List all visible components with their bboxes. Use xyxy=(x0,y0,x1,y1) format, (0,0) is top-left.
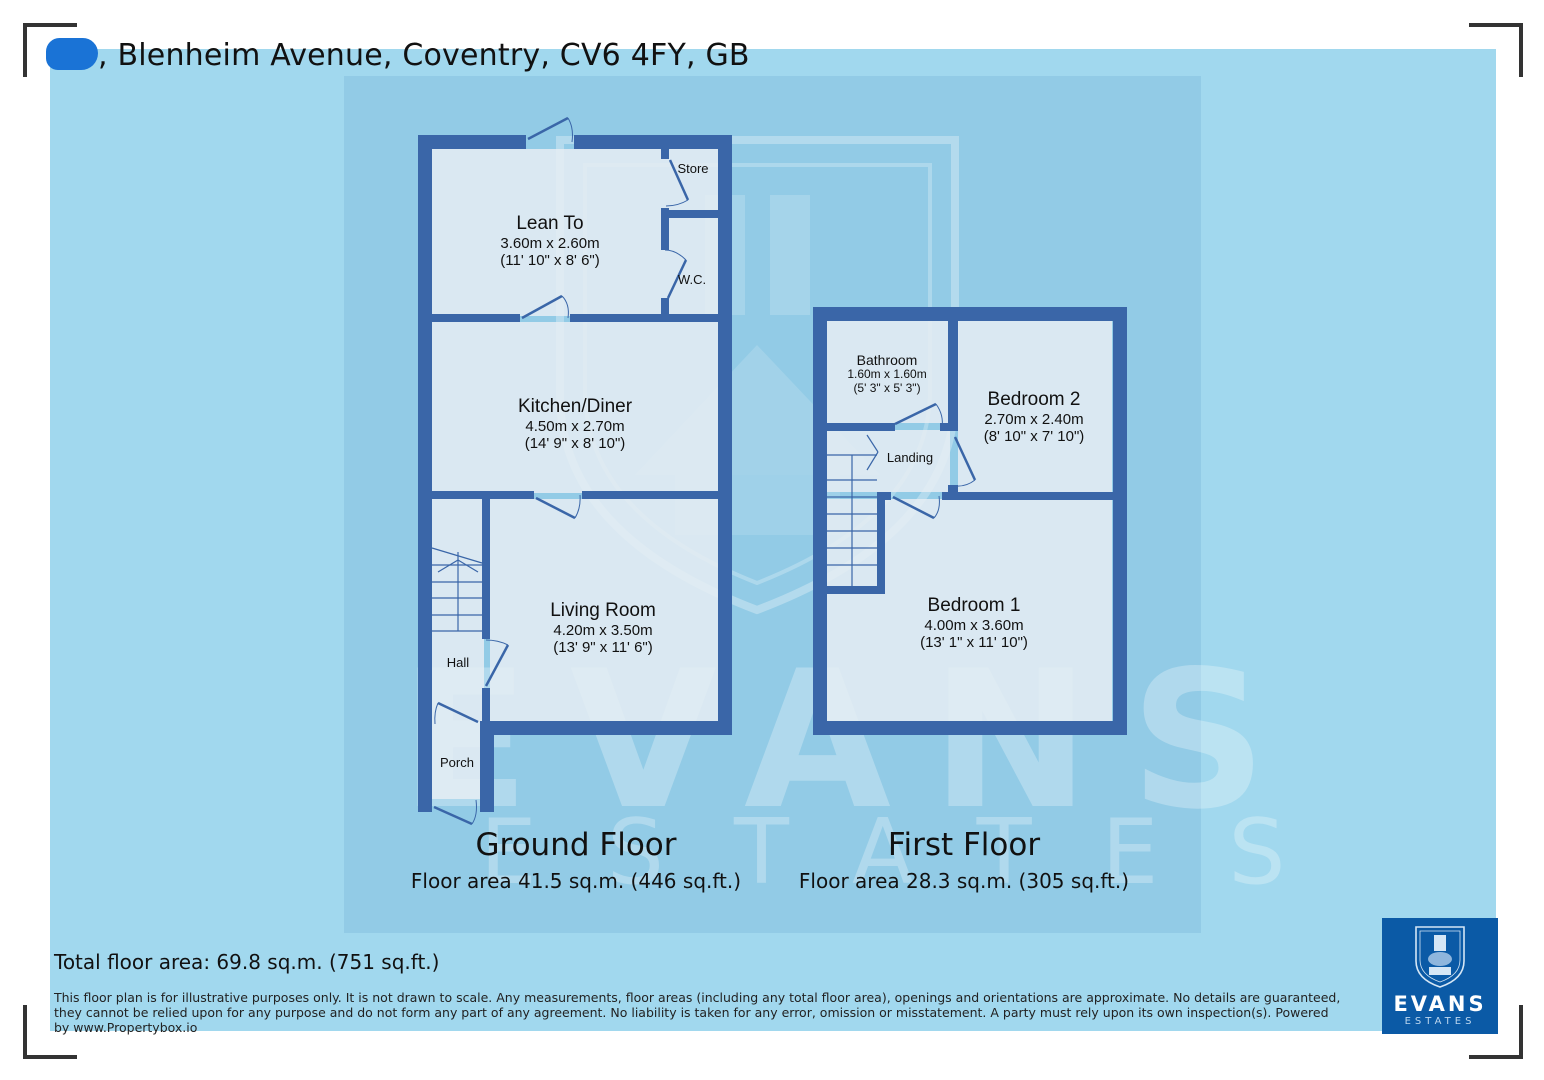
ground-floor-plan xyxy=(418,116,732,826)
room-dimensions-metric: 4.20m x 3.50m xyxy=(553,621,653,639)
room-name: Living Room xyxy=(550,600,656,621)
property-address: , Blenheim Avenue, Coventry, CV6 4FY, GB xyxy=(46,38,750,73)
room-landing: Landing xyxy=(886,450,934,465)
room-hall: Hall xyxy=(446,655,470,670)
room-dimensions-imperial: (14' 9" x 8' 10") xyxy=(524,435,626,453)
room-name: Bedroom 1 xyxy=(927,595,1021,616)
room-name: Bedroom 2 xyxy=(987,389,1081,410)
room-wc: W.C. xyxy=(677,272,707,287)
first-floor-area: Floor area 28.3 sq.m. (305 sq.ft.) xyxy=(798,869,1130,893)
total-floor-area: Total floor area: 69.8 sq.m. (751 sq.ft.… xyxy=(54,950,440,974)
room-dimensions-imperial: (5' 3" x 5' 3") xyxy=(853,380,921,395)
room-dimensions-metric: 3.60m x 2.60m xyxy=(500,234,600,252)
address-text: , Blenheim Avenue, Coventry, CV6 4FY, GB xyxy=(98,38,750,73)
disclaimer-text: This floor plan is for illustrative purp… xyxy=(54,990,1341,1035)
room-bedroom-1: Bedroom 1 4.00m x 3.60m (13' 1" x 11' 10… xyxy=(920,595,1028,651)
logo-brand: EVANS xyxy=(1393,992,1487,1016)
room-bedroom-2: Bedroom 2 2.70m x 2.40m (8' 10" x 7' 10"… xyxy=(984,389,1085,445)
first-floor-plan xyxy=(813,307,1127,735)
evans-estates-logo: EVANS ESTATES xyxy=(1382,918,1498,1034)
room-living-room: Living Room 4.20m x 3.50m (13' 9" x 11' … xyxy=(550,600,656,656)
room-dimensions-metric: 2.70m x 2.40m xyxy=(984,410,1084,428)
room-kitchen-diner: Kitchen/Diner 4.50m x 2.70m (14' 9" x 8'… xyxy=(518,396,632,452)
first-floor-caption: First Floor Floor area 28.3 sq.m. (305 s… xyxy=(799,827,1129,893)
room-dimensions-imperial: (13' 9" x 11' 6") xyxy=(553,639,653,657)
ground-floor-title: Ground Floor xyxy=(475,827,677,863)
room-dimensions-metric: 4.50m x 2.70m xyxy=(525,417,625,435)
logo-sub: ESTATES xyxy=(1404,1016,1476,1027)
room-dimensions-imperial: (8' 10" x 7' 10") xyxy=(983,428,1085,446)
crop-mark-bottom-right xyxy=(1469,1005,1523,1059)
crop-mark-top-right xyxy=(1469,23,1523,77)
room-dimensions-metric: 1.60m x 1.60m xyxy=(847,367,927,382)
room-name: Kitchen/Diner xyxy=(517,396,633,417)
room-lean-to: Lean To 3.60m x 2.60m (11' 10" x 8' 6") xyxy=(500,213,599,269)
redacted-house-number xyxy=(46,38,98,70)
room-dimensions-imperial: (13' 1" x 11' 10") xyxy=(920,634,1028,652)
room-name: Lean To xyxy=(516,213,584,234)
room-dimensions-metric: 4.00m x 3.60m xyxy=(924,616,1024,634)
room-name: Bathroom xyxy=(856,352,918,368)
room-store: Store xyxy=(677,161,709,176)
crop-mark-top-left xyxy=(23,23,77,77)
room-porch: Porch xyxy=(440,755,474,770)
room-bathroom: Bathroom 1.60m x 1.60m (5' 3" x 5' 3") xyxy=(847,352,926,396)
room-dimensions-imperial: (11' 10" x 8' 6") xyxy=(500,252,600,270)
ground-floor-caption: Ground Floor Floor area 41.5 sq.m. (446 … xyxy=(411,827,741,893)
ground-floor-area: Floor area 41.5 sq.m. (446 sq.ft.) xyxy=(410,869,742,893)
first-floor-title: First Floor xyxy=(887,827,1041,863)
crop-mark-bottom-left xyxy=(23,1005,77,1059)
logo-shield-icon xyxy=(1415,926,1465,988)
